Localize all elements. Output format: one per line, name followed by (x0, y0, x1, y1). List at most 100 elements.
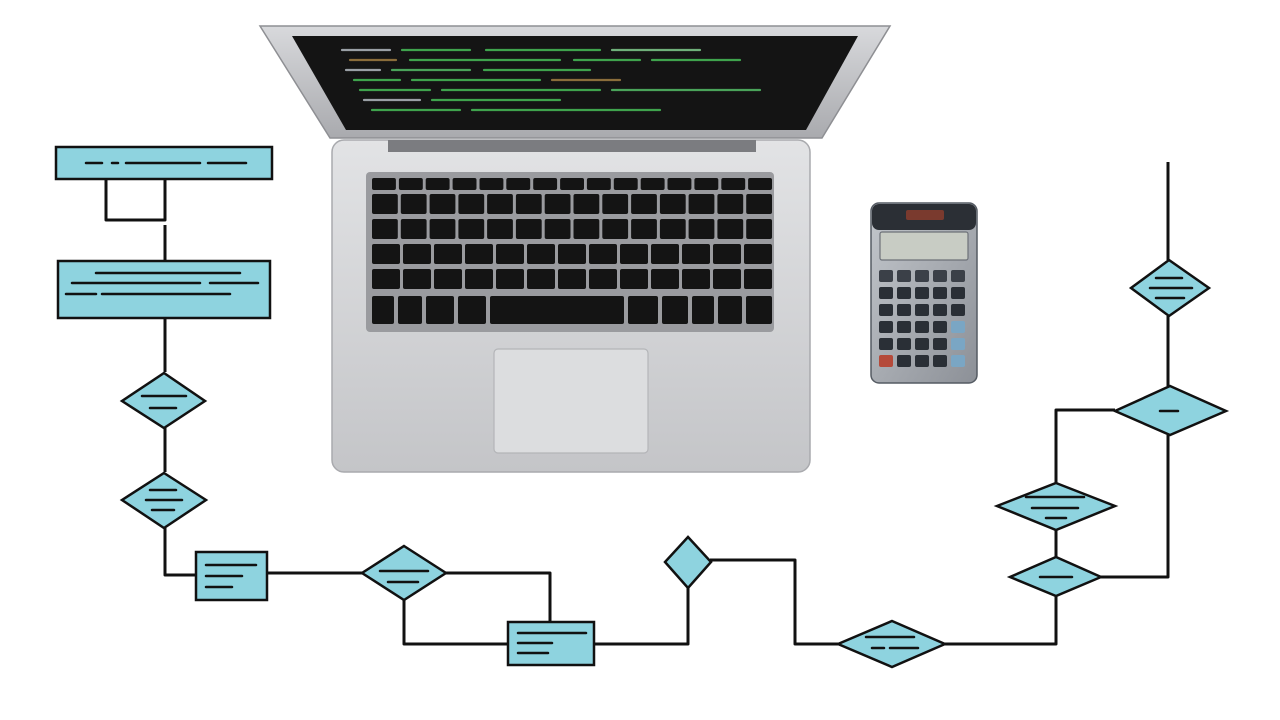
key (372, 244, 400, 264)
key (398, 178, 423, 190)
calculator (870, 202, 978, 384)
calculator-key (915, 270, 929, 282)
key (746, 296, 772, 324)
key (651, 244, 679, 264)
key (694, 178, 719, 190)
calculator-key (879, 287, 893, 299)
calculator-key (951, 355, 965, 367)
key (713, 269, 741, 289)
process-box (56, 259, 272, 320)
process-box (54, 145, 274, 181)
key (465, 244, 493, 264)
key (628, 296, 658, 324)
key (487, 194, 513, 214)
decision-diamond (834, 619, 949, 669)
key (746, 194, 772, 214)
decision-diamond (993, 481, 1119, 532)
connector (402, 600, 508, 646)
key (425, 178, 450, 190)
connector (104, 178, 167, 222)
key (496, 269, 524, 289)
key (458, 296, 486, 324)
key (682, 269, 710, 289)
solar-panel (906, 210, 944, 220)
key (506, 178, 531, 190)
key (688, 194, 715, 214)
key (527, 244, 555, 264)
key (490, 296, 624, 324)
calculator-key (879, 304, 893, 316)
calculator-key (951, 321, 965, 333)
connector (1054, 408, 1115, 485)
key (651, 269, 679, 289)
calculator-key (897, 270, 911, 282)
calculator-display (879, 231, 969, 261)
calculator-key (933, 355, 947, 367)
key (496, 244, 524, 264)
key (613, 178, 638, 190)
key (573, 194, 600, 214)
calculator-key (951, 287, 965, 299)
key (372, 296, 394, 324)
calculator-key (915, 355, 929, 367)
key (558, 244, 586, 264)
key (620, 269, 648, 289)
key (558, 269, 586, 289)
key (692, 296, 714, 324)
key (487, 219, 513, 239)
laptop (258, 25, 892, 473)
keyboard-keys (372, 178, 772, 324)
key (403, 269, 431, 289)
calculator-key (897, 338, 911, 350)
key (479, 178, 504, 190)
key (631, 219, 657, 239)
calculator-key (897, 321, 911, 333)
key (573, 219, 600, 239)
key (744, 244, 772, 264)
decision-diamond (359, 544, 449, 602)
key (400, 194, 427, 214)
calculator-key (915, 338, 929, 350)
key (721, 178, 746, 190)
screen-code (340, 48, 762, 112)
key (434, 269, 462, 289)
calculator-key (933, 287, 947, 299)
key (429, 219, 456, 239)
key (527, 269, 555, 289)
calculator-key (951, 338, 965, 350)
key (631, 194, 657, 214)
key (533, 178, 558, 190)
key (465, 269, 493, 289)
calculator-key (933, 304, 947, 316)
key (372, 178, 396, 190)
key (372, 194, 398, 214)
key (744, 269, 772, 289)
calculator-key (951, 304, 965, 316)
calculator-key (879, 338, 893, 350)
key (426, 296, 454, 324)
connector (163, 528, 196, 577)
key (620, 244, 648, 264)
key (458, 219, 485, 239)
key (748, 178, 772, 190)
key (713, 244, 741, 264)
key (662, 296, 688, 324)
connector (1100, 435, 1170, 579)
calculator-key (951, 270, 965, 282)
decision-diamond (1006, 555, 1105, 598)
key (586, 178, 611, 190)
key (688, 219, 715, 239)
key (602, 194, 629, 214)
calculator-key (933, 338, 947, 350)
laptop-hinge (388, 140, 756, 152)
decision-diamond (1128, 258, 1212, 318)
key (372, 269, 400, 289)
key (717, 219, 744, 239)
key (515, 219, 542, 239)
key (602, 219, 629, 239)
key (403, 244, 431, 264)
calculator-key (879, 270, 893, 282)
key (515, 194, 542, 214)
calculator-key (897, 355, 911, 367)
